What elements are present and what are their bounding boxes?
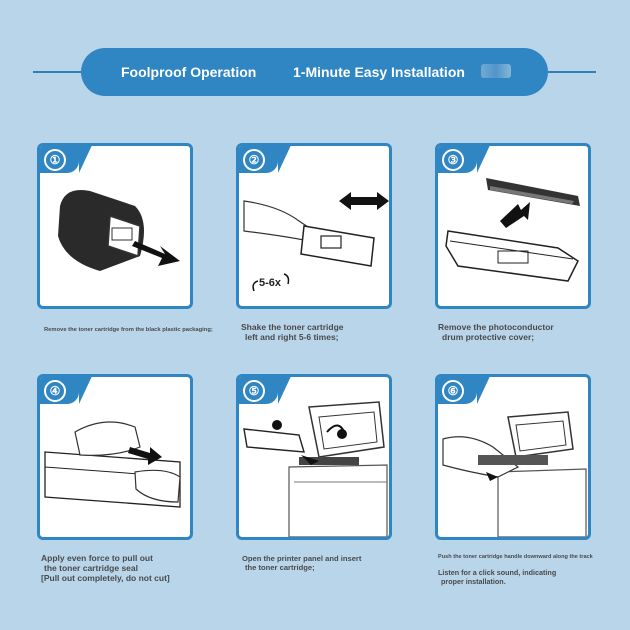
step-1-panel: ① [37, 143, 193, 309]
step-5-panel: ⑤ [236, 374, 392, 540]
step-2-overlay: 5-6x [259, 277, 282, 289]
header-rule-right [548, 71, 596, 73]
step-2-caption-line-1: Shake the toner cartridge [241, 322, 344, 332]
header-title-left: Foolproof Operation [121, 64, 257, 80]
header-title-right: 1-Minute Easy Installation [293, 64, 465, 80]
step-6-caption-line-1: Push the toner cartridge handle downward… [438, 554, 593, 560]
step-3-caption-line-1: Remove the photoconductor [438, 322, 554, 332]
step-5-caption-line-2: the toner cartridge; [245, 563, 315, 572]
step-6-illustration [442, 411, 587, 537]
step-2-caption: Shake the toner cartridge left and right… [241, 322, 421, 342]
step-3-caption-line-2: drum protective cover; [442, 332, 535, 342]
step-3-number: ③ [442, 149, 464, 171]
step-4-panel: ④ [37, 374, 193, 540]
step-4-caption-line-2: the toner cartridge seal [44, 563, 139, 573]
step-1-illustration [58, 190, 180, 271]
step-1-caption: Remove the toner cartridge from the blac… [44, 325, 240, 335]
step-1-number: ① [44, 149, 66, 171]
step-2-caption-line-2: left and right 5-6 times; [245, 332, 339, 342]
step-5-number: ⑤ [243, 380, 265, 402]
step-5-caption: Open the printer panel and insert the to… [242, 554, 422, 572]
step-5-caption-line-1: Open the printer panel and insert [242, 554, 362, 563]
step-2-number: ② [243, 149, 265, 171]
header-banner: Foolproof Operation 1-Minute Easy Instal… [81, 48, 548, 96]
step-3-illustration [445, 178, 580, 282]
step-6-panel: ⑥ [435, 374, 591, 540]
step-4-number: ④ [44, 380, 66, 402]
step-4-caption-line-3: [Pull out completely, do not cut] [41, 573, 170, 583]
step-6-number: ⑥ [442, 380, 464, 402]
step-2-illustration: 5-6x [243, 192, 389, 292]
step-6-caption-line-3: proper installation. [441, 576, 506, 586]
step-1-caption-line-1: Remove the toner cartridge from the blac… [44, 327, 213, 333]
step-3-panel: ③ [435, 143, 591, 309]
step-4-illustration [44, 421, 181, 508]
step-4-caption-line-1: Apply even force to pull out [41, 553, 153, 563]
step-5-illustration [243, 401, 388, 537]
step-6-caption-line-2: Listen for a click sound, indicating [438, 567, 557, 577]
watermark-logo [481, 64, 511, 78]
step-6-caption: Push the toner cartridge handle downward… [438, 553, 628, 586]
step-4-caption: Apply even force to pull out the toner c… [41, 553, 231, 583]
step-2-panel: ② 5-6x [236, 143, 392, 309]
header-rule-left [33, 71, 83, 73]
step-3-caption: Remove the photoconductor drum protectiv… [438, 322, 618, 342]
